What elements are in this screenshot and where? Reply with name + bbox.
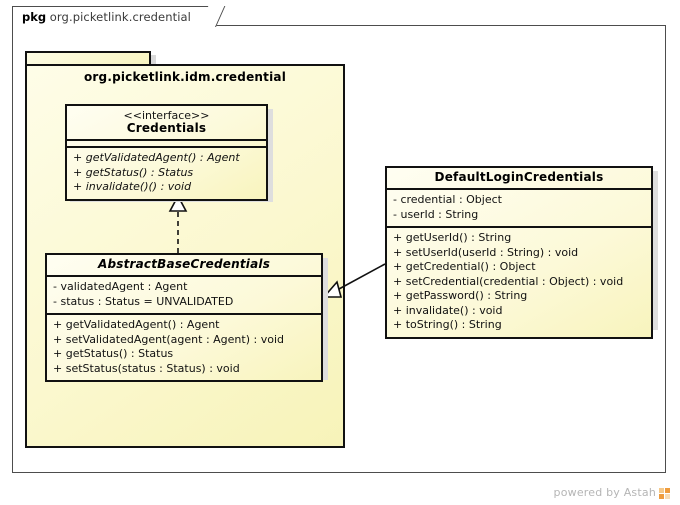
class-stereotype: <<interface>>: [123, 109, 210, 122]
class-name: Credentials: [126, 121, 207, 135]
attributes-compartment-abstract-base-credentials: - validatedAgent : Agent - status : Stat…: [47, 277, 321, 315]
attribute-item: - userId : String: [393, 207, 479, 221]
class-header-abstract-base-credentials: AbstractBaseCredentials: [47, 255, 321, 277]
class-header-default-login-credentials: DefaultLoginCredentials: [387, 168, 651, 190]
operations-compartment-credentials: + getValidatedAgent() : Agent + getStatu…: [67, 148, 266, 199]
class-box-abstract-base-credentials[interactable]: AbstractBaseCredentials - validatedAgent…: [45, 253, 323, 382]
tab-notch: [198, 6, 226, 27]
operation-item: + toString() : String: [393, 318, 502, 331]
attribute-item: - credential : Object: [393, 193, 502, 206]
astah-logo-icon: [659, 488, 670, 499]
operation-item: + setStatus(status : Status) : void: [53, 361, 240, 375]
operations-compartment-default-login-credentials: + getUserId() : String + setUserId(userI…: [387, 228, 651, 337]
outer-package-name: org.picketlink.credential: [49, 10, 191, 24]
class-name: DefaultLoginCredentials: [434, 170, 604, 184]
operation-item: + invalidate() : void: [393, 303, 503, 317]
operation-item: + invalidate()() : void: [73, 180, 192, 193]
watermark: powered by Astah: [554, 486, 670, 499]
attributes-compartment-credentials: [67, 141, 266, 148]
operation-item: + getValidatedAgent() : Agent: [73, 151, 240, 164]
operation-item: + getStatus() : Status: [53, 347, 174, 360]
watermark-text: powered by Astah: [553, 486, 656, 499]
inner-package-tab-shadow: [151, 55, 156, 67]
operation-item: + getValidatedAgent() : Agent: [53, 318, 220, 331]
operation-item: + setValidatedAgent(agent : Agent) : voi…: [53, 332, 284, 346]
outer-package-tab: pkg org.picketlink.credential: [12, 6, 226, 27]
class-header-credentials: <<interface>> Credentials: [67, 106, 266, 141]
operation-item: + getStatus() : Status: [73, 165, 194, 179]
operation-item: + setCredential(credential : Object) : v…: [393, 274, 624, 288]
operation-item: + getUserId() : String: [393, 231, 512, 244]
class-name: AbstractBaseCredentials: [97, 257, 271, 271]
operation-item: + setUserId(userId : String) : void: [393, 245, 579, 259]
class-box-credentials[interactable]: <<interface>> Credentials + getValidated…: [65, 104, 268, 201]
attributes-compartment-default-login-credentials: - credential : Object - userId : String: [387, 190, 651, 228]
inner-package-name: org.picketlink.idm.credential: [83, 70, 287, 84]
class-box-default-login-credentials[interactable]: DefaultLoginCredentials - credential : O…: [385, 166, 653, 339]
operation-item: + getPassword() : String: [393, 289, 528, 302]
package-keyword: pkg: [22, 10, 47, 24]
inner-package-tab[interactable]: [25, 51, 151, 65]
operations-compartment-abstract-base-credentials: + getValidatedAgent() : Agent + setValid…: [47, 315, 321, 380]
attribute-item: - status : Status = UNVALIDATED: [53, 294, 234, 308]
operation-item: + getCredential() : Object: [393, 260, 536, 273]
attribute-item: - validatedAgent : Agent: [53, 280, 188, 293]
